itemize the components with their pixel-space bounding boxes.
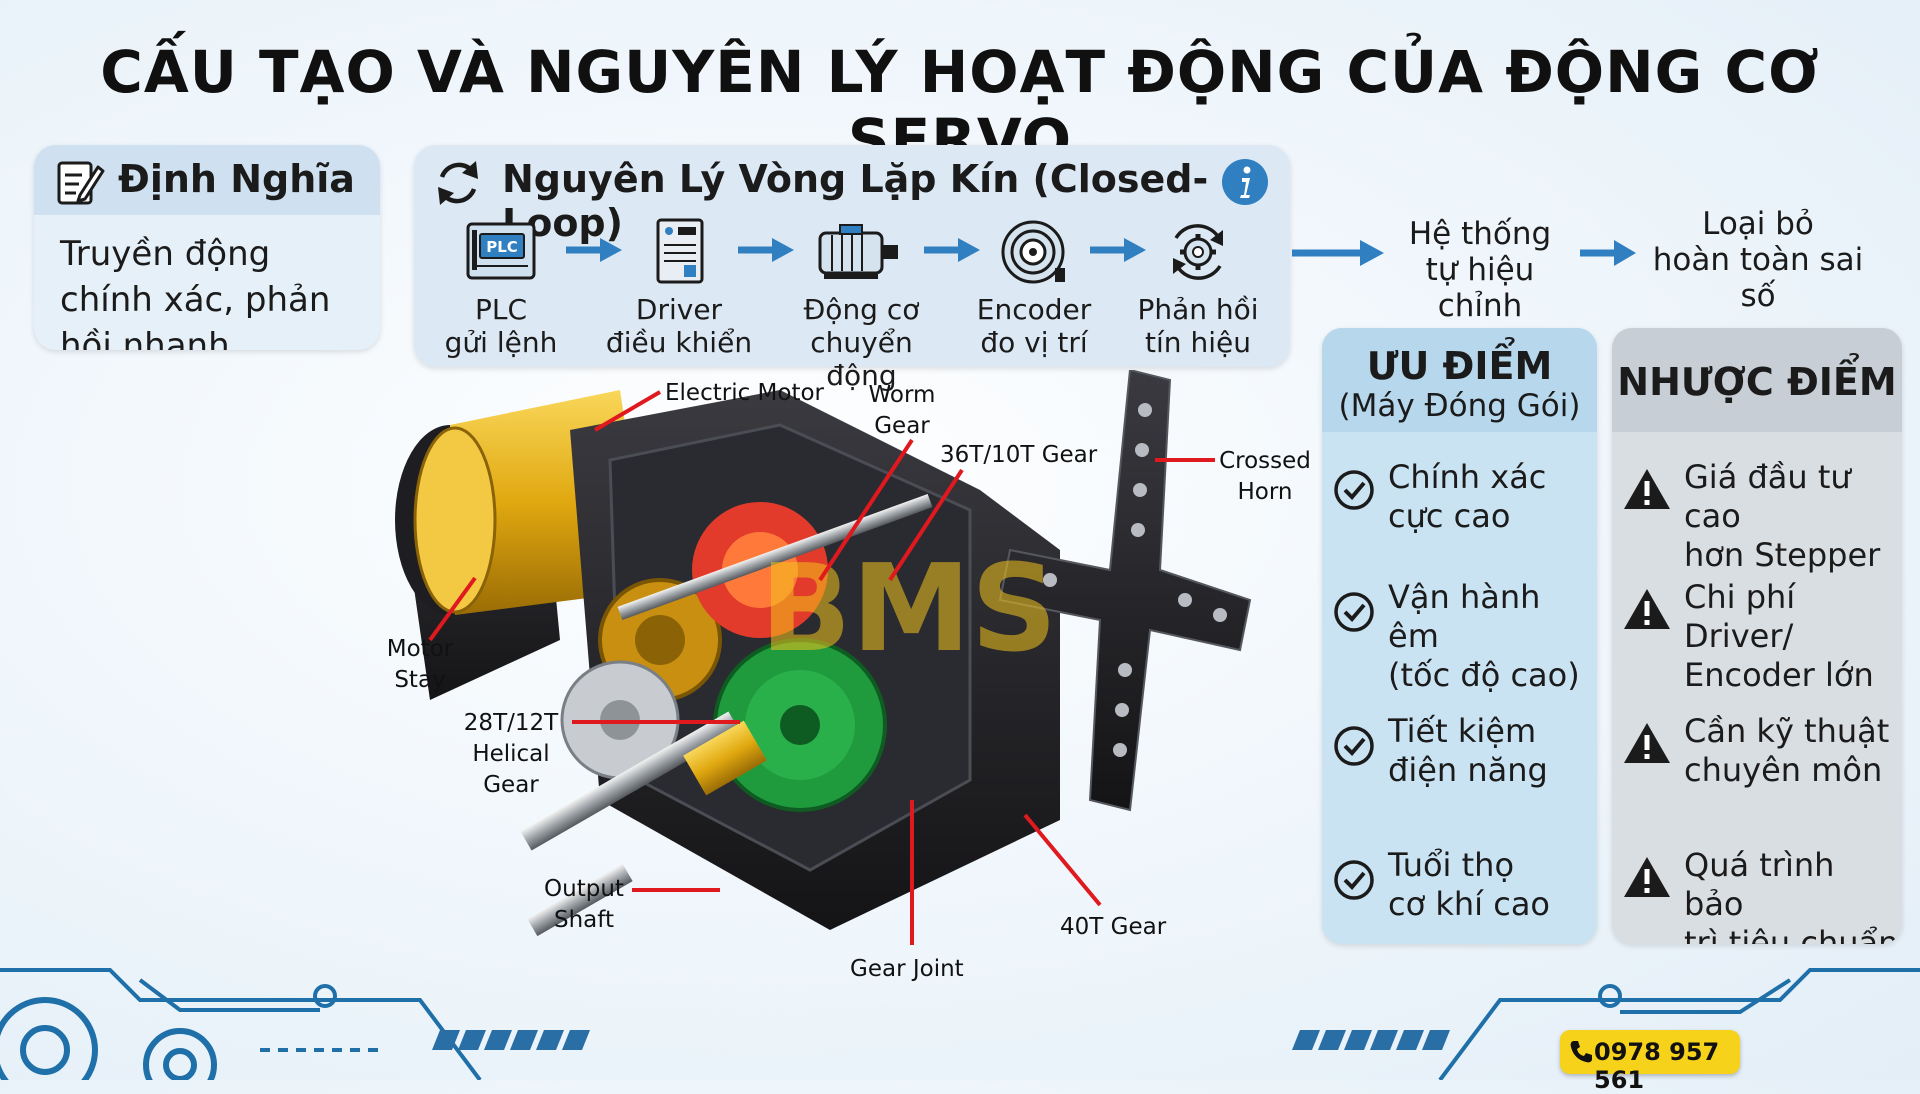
closed-loop-card: Nguyên Lý Vòng Lặp Kín (Closed-Loop) PLC [414, 145, 1290, 392]
outcome-self-correction: Hệ thống tự hiệu chỉnh [1408, 216, 1552, 324]
arrow-right-icon [1292, 240, 1384, 266]
label-36t-gear: 36T/10T Gear [940, 442, 1098, 468]
label-electric-motor: Electric Motor [665, 380, 825, 406]
warning-icon [1624, 857, 1670, 897]
pros-title: ƯU ĐIỂM [1366, 344, 1553, 388]
arrow-right-icon [924, 238, 980, 262]
label-worm-gear: Worm Gear [868, 382, 936, 439]
info-icon[interactable] [1220, 157, 1270, 207]
check-circle-icon [1334, 860, 1374, 900]
plc-badge-text: PLC [486, 238, 518, 256]
pros-item: Tuổi thọ cơ khí cao [1388, 846, 1550, 923]
arrow-right-icon [1090, 238, 1146, 262]
footer-circuit-decoration [0, 968, 1920, 1080]
step-plc: PLC gửi lệnh [444, 293, 558, 359]
check-circle-icon [1334, 726, 1374, 766]
plc-icon: PLC [466, 222, 536, 280]
label-gear-joint: Gear Joint [850, 956, 964, 982]
cons-panel: NHƯỢC ĐIỂM Giá đầu tư cao hơn Stepper Ch… [1612, 328, 1902, 944]
check-circle-icon [1334, 470, 1374, 510]
step-driver: Driver điều khiển [605, 293, 753, 359]
refresh-cycle-icon [438, 161, 478, 205]
label-helical-gear: 28T/12T Helical Gear [463, 710, 559, 798]
page-title: CẤU TẠO VÀ NGUYÊN LÝ HOẠT ĐỘNG CỦA ĐỘNG … [100, 38, 1820, 174]
definition-card: Định Nghĩa Truyền động chính xác, phản h… [34, 145, 380, 350]
label-40t-gear: 40T Gear [1060, 914, 1167, 940]
phone-icon [1570, 1041, 1592, 1063]
outcome-eliminate-error: Loại bỏ hoàn toàn sai số [1652, 206, 1864, 314]
edit-note-icon [57, 161, 105, 205]
cons-item: Cần kỹ thuật chuyên môn [1684, 712, 1890, 789]
warning-icon [1624, 589, 1670, 629]
cons-item: Quá trình bảo trì tiêu chuẩn [1684, 846, 1899, 944]
label-crossed-horn: Crossed Horn [1219, 448, 1311, 505]
phone-number: 0978 957 561 [1594, 1038, 1720, 1094]
driver-icon [656, 218, 704, 284]
definition-title: Định Nghĩa [118, 157, 355, 201]
watermark-text: BMS [760, 540, 1057, 679]
arrow-right-icon [566, 238, 622, 262]
step-feedback: Phản hồi tín hiệu [1137, 293, 1259, 359]
cons-title: NHƯỢC ĐIỂM [1617, 360, 1897, 404]
definition-text: Truyền động chính xác, phản hồi nhanh. [60, 234, 331, 350]
cons-item: Giá đầu tư cao hơn Stepper [1684, 458, 1881, 574]
encoder-icon [1001, 220, 1065, 284]
pros-subtitle: (Máy Đóng Gói) [1338, 388, 1581, 424]
arrow-right-icon [1580, 240, 1636, 266]
warning-icon [1624, 469, 1670, 509]
label-motor-stay: Motor Stay [386, 636, 454, 693]
pros-item: Chính xác cực cao [1388, 458, 1547, 535]
pros-header [1322, 328, 1597, 432]
label-output-shaft: Output Shaft [544, 876, 624, 933]
warning-icon [1624, 723, 1670, 763]
cons-header [1612, 328, 1902, 432]
step-motor: Động cơ chuyển động [803, 293, 920, 392]
motor-icon [818, 224, 898, 279]
check-circle-icon [1334, 592, 1374, 632]
phone-badge[interactable]: 0978 957 561 [1560, 1030, 1740, 1094]
arrow-right-icon [738, 238, 794, 262]
feedback-gear-icon [1173, 224, 1223, 280]
pros-item: Tiết kiệm điện năng [1388, 712, 1548, 789]
cons-item: Chi phí Driver/ Encoder lớn [1684, 578, 1874, 694]
pros-panel: ƯU ĐIỂM (Máy Đóng Gói) Chính xác cực cao… [1322, 328, 1597, 944]
step-encoder: Encoder đo vị trí [976, 293, 1092, 359]
servo-gearbox-illustration: BMS [395, 370, 1252, 937]
pros-item: Vận hành êm (tốc độ cao) [1388, 578, 1580, 694]
